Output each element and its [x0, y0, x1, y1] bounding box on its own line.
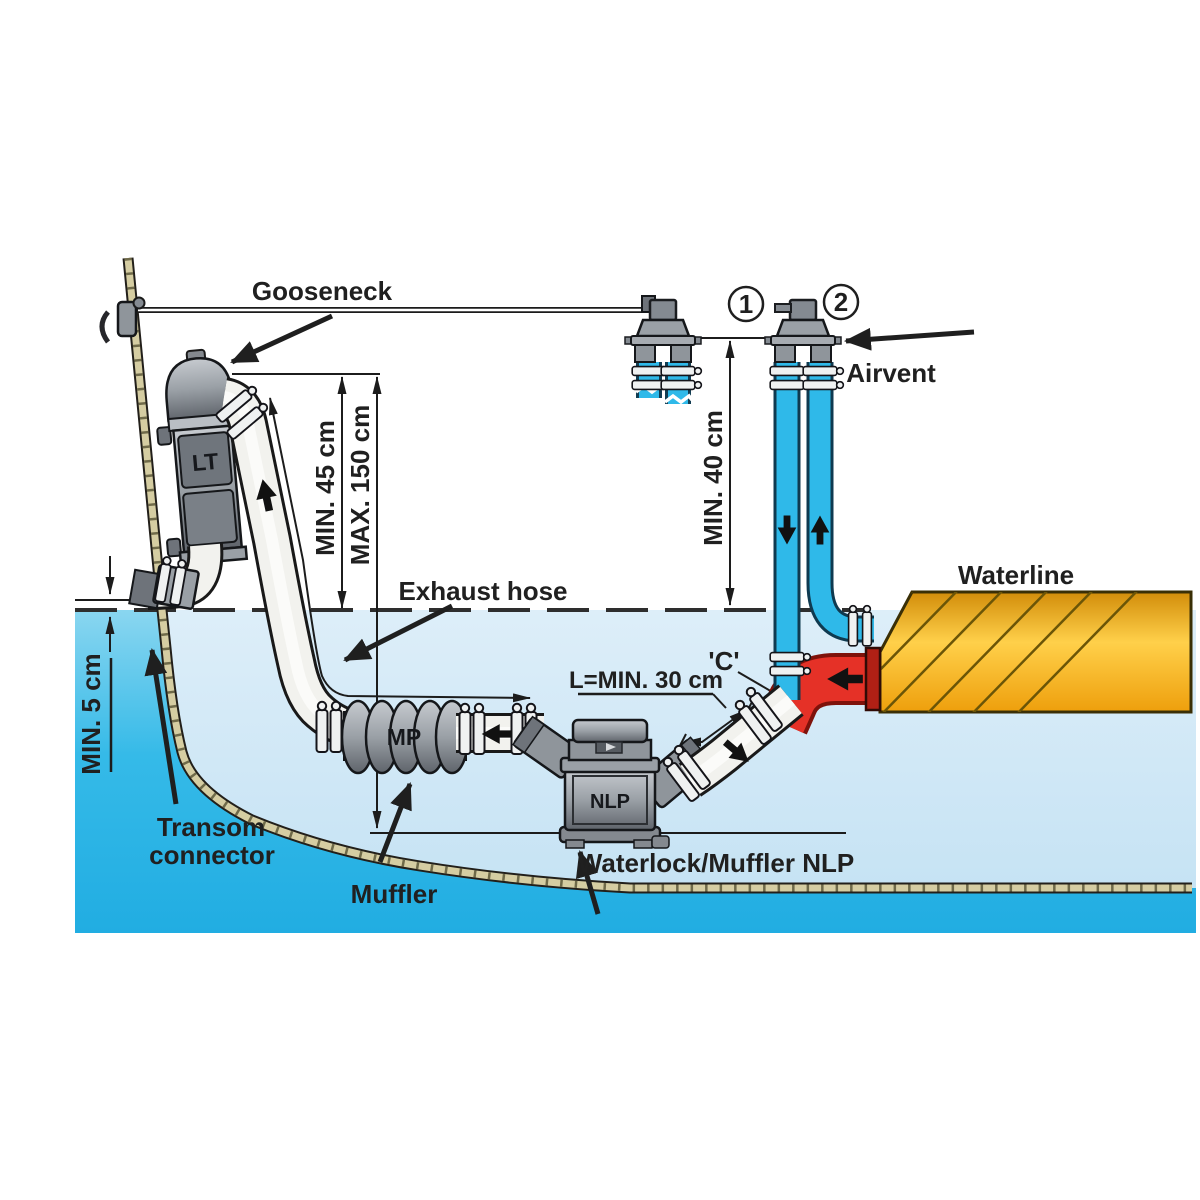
transom-connector — [128, 555, 200, 610]
label-waterline: Waterline — [958, 560, 1074, 590]
hull — [122, 257, 1192, 894]
gooseneck-bracket — [116, 300, 138, 338]
lt-silencer: LT — [156, 348, 249, 566]
label-min-5: MIN. 5 cm — [76, 653, 106, 774]
lt-ear-upper — [156, 426, 173, 446]
lt-mark: LT — [191, 448, 220, 476]
engine — [878, 590, 1193, 714]
label-transom-line2: connector — [149, 840, 275, 870]
gooseneck-arrow — [230, 313, 334, 365]
transom-connector-arrow — [144, 647, 179, 805]
label-exhaust-hose: Exhaust hose — [398, 576, 567, 606]
label-airvent: Airvent — [846, 358, 936, 388]
label-gooseneck: Gooseneck — [252, 276, 393, 306]
label-muffler: Muffler — [351, 879, 438, 909]
airvent-arrow — [843, 327, 975, 351]
lt-ear-lower — [166, 537, 182, 558]
gooseneck-pin — [132, 296, 146, 310]
mp-muffler: MP — [315, 699, 470, 775]
label-transom-line1: Transom — [157, 812, 265, 842]
nlp-lid — [571, 718, 649, 744]
nlp-drain-plug — [651, 835, 670, 849]
engine-exhaust-flange — [864, 646, 882, 712]
callout-1-number: 1 — [739, 289, 753, 319]
sea-water-outside — [75, 610, 1196, 933]
label-junction-c: 'C' — [708, 646, 739, 676]
junction-nlp-hose — [660, 684, 804, 804]
callout-2: 2 — [822, 283, 860, 321]
hose-trace-leader — [268, 397, 531, 703]
label-hose-length: L=MIN. 30 cm — [569, 667, 723, 694]
mast-hook — [99, 310, 111, 344]
callout-1: 1 — [727, 285, 765, 323]
label-min-40: MIN. 40 cm — [698, 410, 728, 546]
label-arrows — [144, 313, 975, 915]
labels: Gooseneck Airvent Waterline Exhaust hose… — [76, 276, 1074, 909]
pipe-break-mark — [663, 393, 694, 405]
mp-mark: MP — [387, 724, 422, 750]
exhaust-hose-arrow — [343, 603, 454, 663]
dim-l30-leader — [712, 693, 727, 709]
waterlock-arrow — [575, 850, 601, 915]
label-waterlock-nlp: Waterlock/Muffler NLP — [578, 848, 854, 878]
nlp-mark: NLP — [590, 791, 630, 813]
callout-2-number: 2 — [834, 287, 848, 317]
gooseneck-pipe — [99, 295, 656, 344]
airvent-2-tab — [774, 303, 792, 313]
muffler-arrow — [377, 782, 413, 863]
label-min-45: MIN. 45 cm — [310, 420, 340, 556]
label-max-150: MAX. 150 cm — [345, 405, 375, 565]
